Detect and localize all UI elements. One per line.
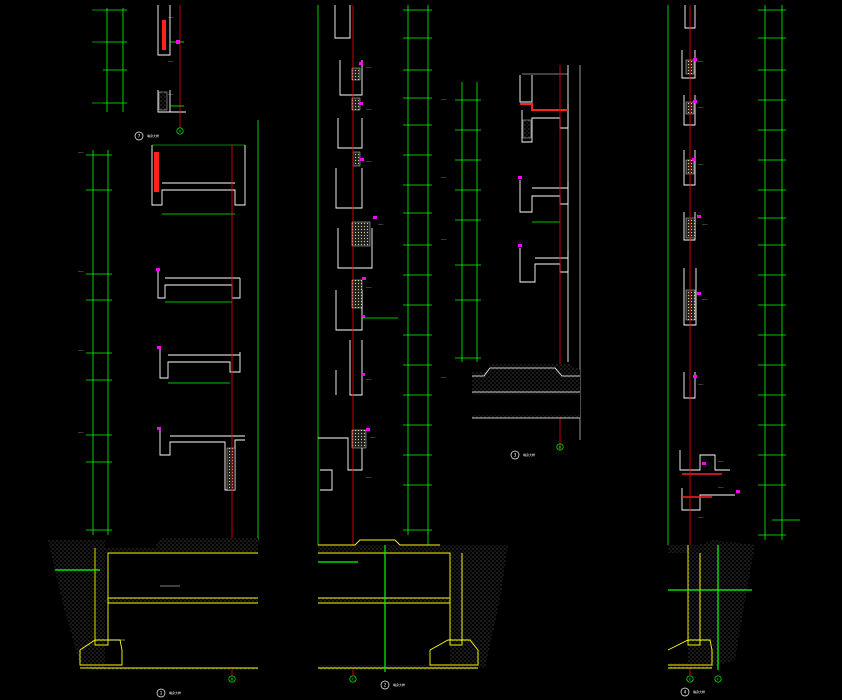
svg-text:———: ——— (366, 107, 372, 111)
axis-bubble-a: A (176, 127, 184, 135)
detail-3: ———————————— 3 墙身 (441, 65, 581, 460)
section-mark-4: 4 墙身大样 (680, 687, 705, 697)
axis-bubble-e: E (686, 675, 694, 683)
section-mark-1: 1 墙身大样 (156, 688, 181, 698)
svg-text:———: ——— (698, 515, 704, 519)
detail-4-wall (679, 5, 735, 511)
svg-text:4: 4 (684, 690, 687, 696)
svg-text:———: ——— (168, 92, 174, 96)
svg-text:———: ——— (718, 459, 724, 463)
detail-4: ——— ——— ——— ——— ——— ——— ——— ——— ——— 4 墙身大样 E (667, 5, 800, 697)
svg-text:F: F (717, 678, 719, 682)
axis-bubble-c: C (349, 675, 357, 683)
detail-2-wall (318, 5, 373, 491)
axis-bubble-b: B (228, 675, 236, 683)
detail-2-foundation (318, 532, 508, 672)
svg-text:———: ——— (441, 237, 447, 241)
detail-7-dimension-chain (103, 8, 127, 112)
svg-text:———: ——— (78, 269, 84, 273)
svg-text:———: ——— (718, 485, 724, 489)
detail-2-dimension-chain (403, 5, 432, 535)
detail-1-dimension-chain (86, 150, 112, 535)
svg-text:———: ——— (698, 382, 704, 386)
svg-text:———: ——— (78, 430, 84, 434)
svg-text:2: 2 (384, 683, 387, 689)
svg-text:D: D (559, 446, 561, 450)
svg-text:———: ——— (698, 59, 704, 63)
svg-text:———: ——— (702, 297, 708, 301)
svg-text:———: ——— (78, 150, 84, 154)
svg-text:墙身大样: 墙身大样 (147, 133, 159, 138)
svg-text:———: ——— (366, 475, 372, 479)
svg-text:C: C (352, 678, 354, 682)
svg-text:墙身大样: 墙身大样 (693, 689, 705, 694)
svg-text:墙身大样: 墙身大样 (523, 452, 535, 457)
svg-text:1: 1 (160, 691, 163, 697)
detail-3-wall (519, 65, 569, 362)
svg-text:———: ——— (378, 222, 384, 226)
svg-text:———: ——— (168, 59, 174, 63)
svg-text:———: ——— (366, 159, 372, 163)
axis-bubble-f: F (714, 675, 722, 683)
svg-text:墙身大样: 墙身大样 (393, 682, 405, 687)
axis-bubble-d: D (556, 443, 564, 451)
detail-1-foundation (48, 538, 258, 670)
detail-1-slabs (151, 145, 246, 491)
svg-text:———: ——— (78, 348, 84, 352)
detail-7-wall (157, 5, 186, 113)
svg-text:E: E (689, 678, 691, 682)
svg-text:———: ——— (441, 175, 447, 179)
svg-text:3: 3 (514, 453, 517, 459)
detail-7: ——— ——— ——— 7 墙身大样 A (92, 5, 186, 141)
svg-text:———: ——— (698, 105, 704, 109)
svg-text:———: ——— (370, 435, 376, 439)
svg-text:B: B (231, 678, 233, 682)
detail-3-floor (472, 364, 580, 419)
detail-1: ——— ——— ——— ——— (48, 120, 259, 698)
detail-4-dimension-chain (758, 5, 786, 540)
detail-3-dimension-chain (455, 82, 481, 362)
svg-text:———: ——— (168, 15, 174, 19)
svg-text:———: ——— (366, 285, 372, 289)
svg-text:7: 7 (138, 134, 141, 140)
detail-4-foundation (667, 540, 755, 670)
svg-text:———: ——— (702, 222, 708, 226)
svg-text:———: ——— (441, 97, 447, 101)
svg-text:A: A (179, 130, 182, 134)
section-mark-2: 2 墙身大样 (380, 680, 405, 690)
svg-text:墙身大样: 墙身大样 (169, 690, 181, 695)
svg-text:———: ——— (366, 65, 372, 69)
detail-2: ——— ——— ——— ——— ——— ——— ——— ——— 2 墙身大样 (317, 5, 508, 690)
svg-text:———: ——— (441, 375, 447, 379)
section-mark-7: 7 墙身大样 (134, 131, 159, 141)
svg-text:———: ——— (366, 377, 372, 381)
section-mark-3: 3 墙身大样 (510, 450, 535, 460)
svg-text:———: ——— (698, 162, 704, 166)
